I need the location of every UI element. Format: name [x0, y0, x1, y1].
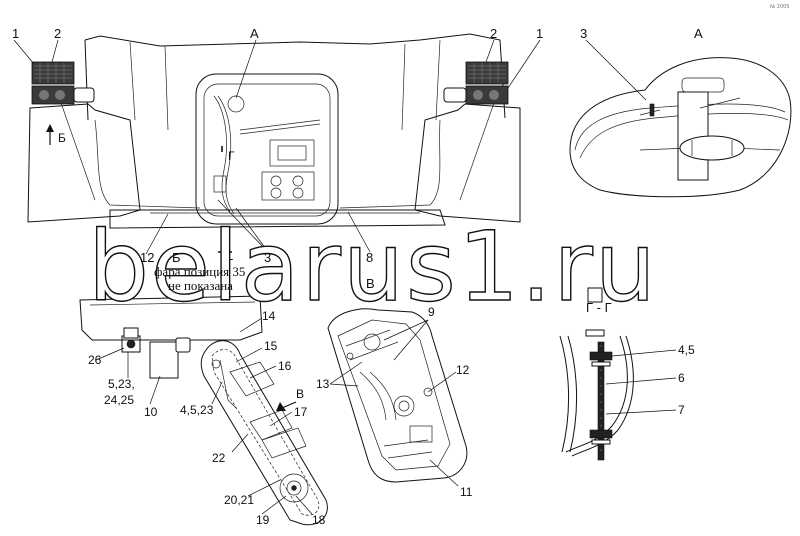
callout-19: 19	[256, 513, 270, 527]
callout-3-main: 3	[264, 250, 271, 265]
callout-15: 15	[264, 339, 278, 353]
callout-5-23-line2: 24,25	[104, 393, 134, 407]
view-v-arrow	[276, 401, 297, 411]
callout-2-left: 2	[54, 26, 61, 41]
view-b-arrow	[46, 124, 54, 145]
callout-13: 13	[316, 377, 330, 391]
section-gg-title: Г - Г	[586, 300, 612, 315]
section-gg-detail	[559, 329, 634, 461]
watermark: belarus1.ru	[88, 211, 658, 323]
callout-12-right: 12	[456, 363, 470, 377]
corner-mark: № 2005	[770, 4, 790, 10]
callout-4-5-23: 4,5,23	[180, 403, 214, 417]
callout-8: 8	[366, 250, 373, 265]
callout-2-right: 2	[490, 26, 497, 41]
callout-5-23-line1: 5,23,	[108, 377, 135, 391]
section-g-lower-label: Г	[226, 256, 233, 271]
callout-6: 6	[678, 371, 685, 385]
section-gg-box	[587, 287, 603, 303]
callout-18: 18	[312, 513, 326, 527]
callout-4-5: 4,5	[678, 343, 695, 357]
section-g-markers	[218, 146, 232, 256]
callout-7: 7	[678, 403, 685, 417]
callout-1-right: 1	[536, 26, 543, 41]
callout-26: 26	[88, 353, 102, 367]
callout-3-view-a: 3	[580, 26, 587, 41]
view-b-label: Б	[58, 131, 66, 145]
view-v-arrow-label: В	[296, 387, 304, 401]
bracket-assembly-14	[79, 295, 263, 379]
tractor-rear-view	[27, 33, 521, 229]
callout-16: 16	[278, 359, 292, 373]
callout-12-left: 12	[140, 250, 154, 265]
view-a-marker: А	[250, 26, 259, 41]
view-a-title: А	[694, 26, 703, 41]
leader-lines	[13, 39, 677, 515]
view-v-title: В	[366, 276, 375, 291]
callout-14: 14	[262, 309, 276, 323]
callout-17: 17	[294, 405, 308, 419]
callout-22: 22	[212, 451, 226, 465]
view-v-lamp-unit	[327, 308, 468, 483]
view-b-lower-label: Б	[172, 250, 181, 265]
callout-20-21: 20,21	[224, 493, 254, 507]
section-g-upper-label: Г	[228, 149, 235, 163]
callout-11: 11	[460, 485, 473, 499]
callout-10: 10	[144, 405, 158, 419]
note-headlamp-line2: не показана	[168, 278, 233, 293]
rear-lamp-left	[31, 61, 95, 105]
view-a-detail	[569, 57, 792, 198]
callout-1-left: 1	[12, 26, 19, 41]
lamp-housing-18-22	[200, 340, 328, 526]
note-headlamp-line1: фара позиция 35	[154, 264, 245, 279]
rear-lamp-right	[443, 61, 509, 105]
callout-9: 9	[428, 305, 435, 319]
